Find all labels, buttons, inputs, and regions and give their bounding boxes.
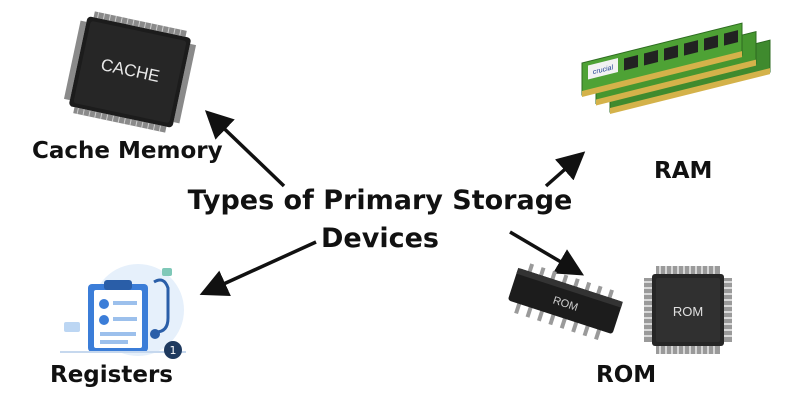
rom-qfp-chip-text: ROM [673, 304, 703, 319]
rom-dip-chip-icon: ROM [508, 263, 623, 341]
arrow-to-registers [199, 240, 317, 297]
registers-label: Registers [50, 362, 173, 388]
arrow-to-rom [509, 230, 585, 276]
rom-label: ROM [596, 362, 657, 388]
arrow-to-cache [204, 110, 286, 188]
diagram-title-line-1: Types of Primary Storage [187, 185, 573, 216]
ram-label: RAM [654, 158, 713, 184]
diagram-title: Types of Primary Storage Devices [170, 182, 590, 258]
ram-modules-icon: crucial [581, 22, 771, 115]
cache-chip-icon: CACHE [63, 11, 197, 133]
registers-badge: 1 [170, 344, 177, 357]
cache-memory-label: Cache Memory [32, 138, 223, 164]
arrow-to-ram [544, 151, 586, 188]
registers-clipboard-icon: 1 [60, 264, 186, 359]
rom-qfp-chip-icon: ROM [644, 266, 732, 354]
diagram-title-line-2: Devices [321, 223, 439, 254]
